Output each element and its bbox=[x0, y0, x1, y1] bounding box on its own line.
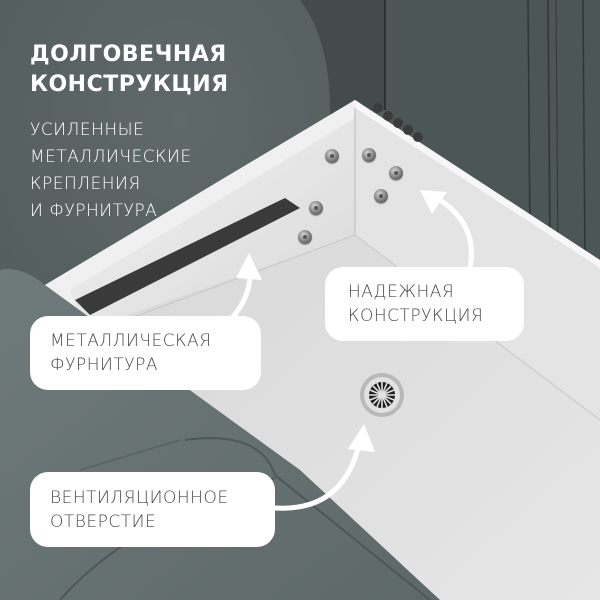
headline-line: ДОЛГОВЕЧНАЯ bbox=[30, 42, 227, 67]
bolt-icon bbox=[389, 166, 403, 180]
callout-line: ВЕНТИЛЯЦИОННОЕ bbox=[50, 487, 229, 508]
callout-line: КОНСТРУКЦИЯ bbox=[348, 306, 484, 326]
subheadline-line: И ФУРНИТУРА bbox=[30, 201, 158, 221]
subheadline-line: УСИЛЕННЫЕ bbox=[30, 120, 145, 140]
bolt-icon bbox=[309, 201, 323, 215]
callout-reliable-construction: НАДЕЖНАЯ КОНСТРУКЦИЯ bbox=[325, 267, 524, 341]
bolt-icon bbox=[325, 149, 339, 163]
bolt-icon bbox=[362, 148, 376, 162]
vent-grille bbox=[360, 373, 404, 417]
subheadline-line: МЕТАЛЛИЧЕСКИЕ bbox=[30, 147, 192, 167]
callout-line: ОТВЕРСТИЕ bbox=[50, 511, 157, 532]
callout-metal-hardware: МЕТАЛЛИЧЕСКАЯ ФУРНИТУРА bbox=[30, 316, 261, 390]
subheadline: УСИЛЕННЫЕ МЕТАЛЛИЧЕСКИЕ КРЕПЛЕНИЯ И ФУРН… bbox=[30, 117, 192, 225]
headline: ДОЛГОВЕЧНАЯ КОНСТРУКЦИЯ bbox=[30, 40, 229, 100]
callout-ventilation-hole: ВЕНТИЛЯЦИОННОЕ ОТВЕРСТИЕ bbox=[30, 472, 275, 547]
bolt-icon bbox=[298, 230, 312, 244]
callout-line: МЕТАЛЛИЧЕСКАЯ bbox=[50, 331, 212, 351]
headline-line: КОНСТРУКЦИЯ bbox=[30, 72, 229, 97]
callout-line: НАДЕЖНАЯ bbox=[348, 282, 455, 302]
subheadline-line: КРЕПЛЕНИЯ bbox=[30, 174, 141, 194]
bolt-icon bbox=[374, 189, 388, 203]
callout-line: ФУРНИТУРА bbox=[50, 355, 158, 375]
